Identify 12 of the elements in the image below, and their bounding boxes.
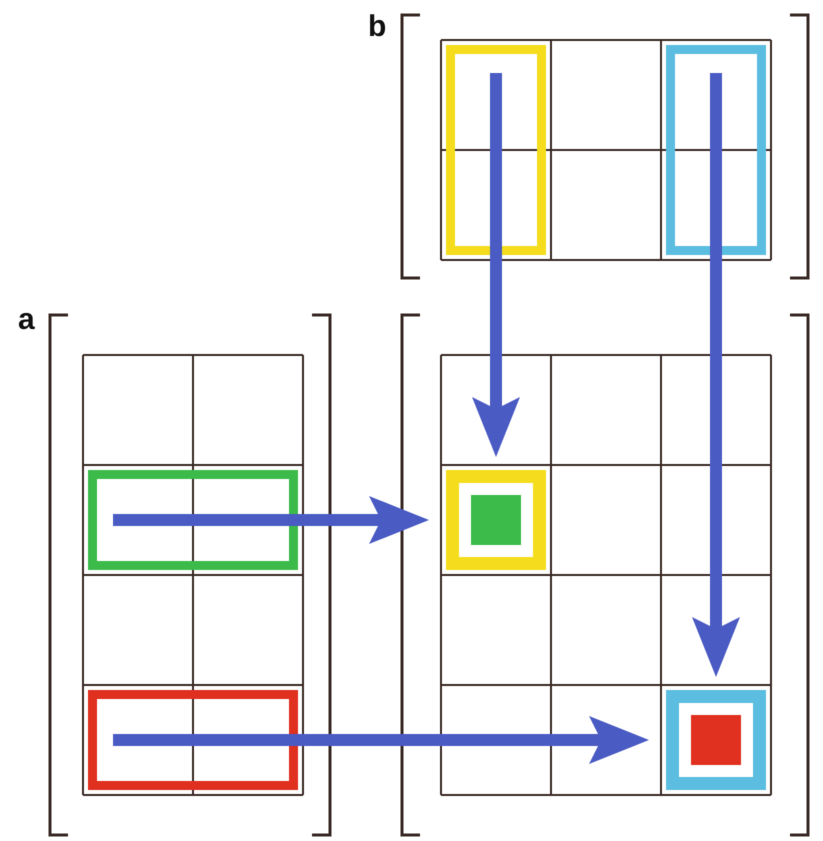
row-highlight bbox=[88, 690, 298, 790]
arrow bbox=[692, 73, 740, 677]
arrow bbox=[113, 716, 649, 764]
row-highlight bbox=[88, 470, 298, 570]
result-cell bbox=[666, 690, 766, 790]
result-cell bbox=[446, 470, 546, 570]
column-highlight bbox=[666, 45, 766, 255]
panel-label: a bbox=[18, 305, 35, 335]
panel-label: b bbox=[368, 12, 386, 42]
arrow bbox=[472, 73, 520, 457]
arrow bbox=[113, 496, 429, 544]
column-highlight bbox=[446, 45, 546, 255]
